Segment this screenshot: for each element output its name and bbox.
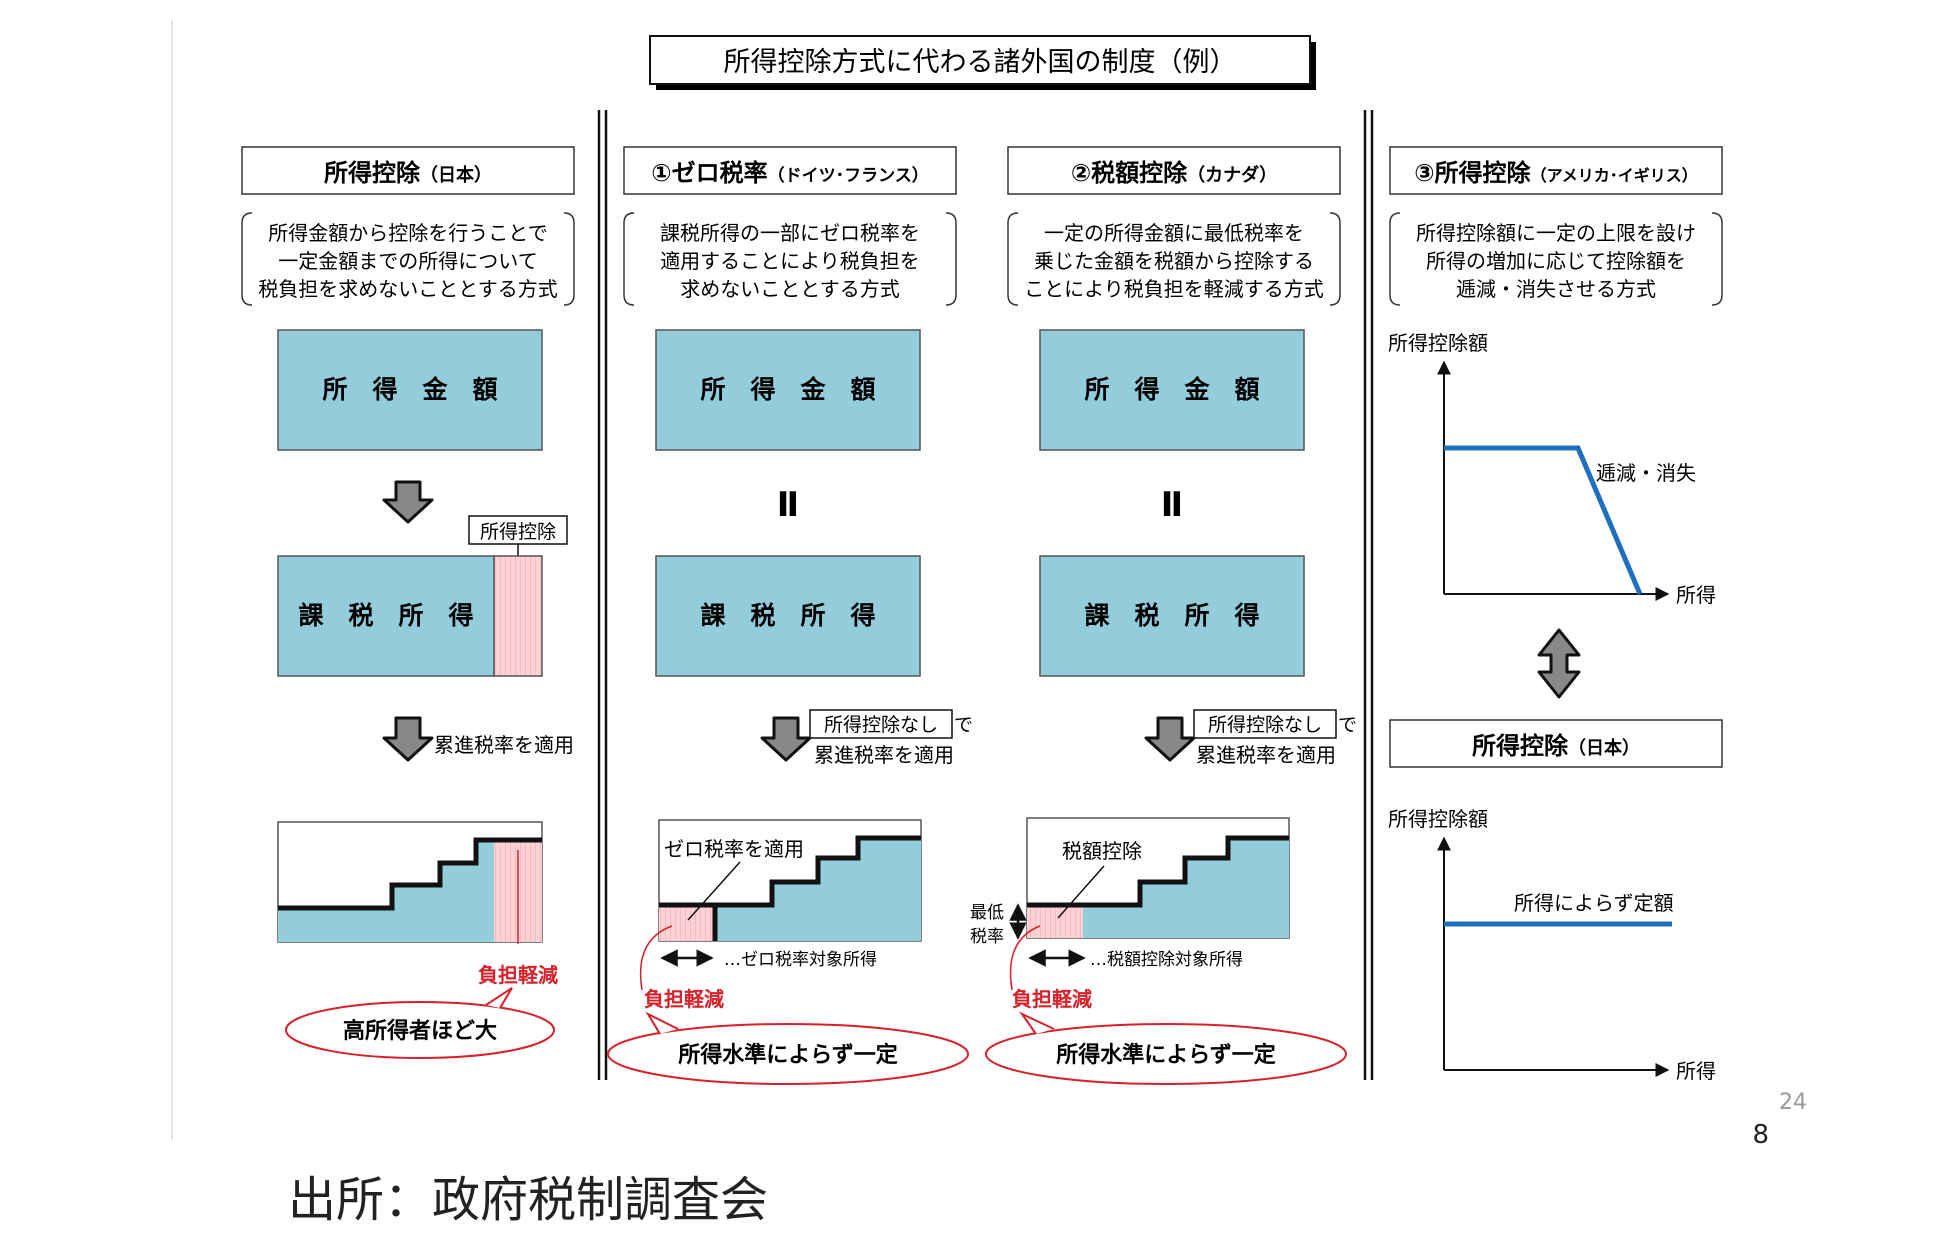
- column-us-uk: ③所得控除（アメリカ･イギリス） 所得控除額に一定の上限を設け 所得の増加に応じ…: [1388, 146, 1723, 1083]
- us-yaxis2-label: 所得控除額: [1388, 807, 1488, 831]
- us-desc-2: 所得の増加に応じて控除額を: [1426, 249, 1686, 273]
- credit-no-deduction-tag: [1193, 709, 1337, 739]
- japan-deduction-tag: [468, 515, 568, 545]
- zero-chart-label: ゼロ税率を適用: [664, 837, 804, 861]
- credit-tag-suffix: で: [1338, 714, 1357, 736]
- credit-desc-3: ことにより税負担を軽減する方式: [1024, 277, 1324, 301]
- us-curve-label: 逓減・消失: [1596, 461, 1696, 485]
- credit-taxable-box: [1039, 555, 1305, 677]
- credit-range-label: …税額控除対象所得: [1090, 950, 1243, 970]
- page-title: 所得控除方式に代わる諸外国の制度（例）: [724, 47, 1237, 78]
- down-arrow-icon: [382, 716, 434, 762]
- down-arrow-icon: [1144, 716, 1196, 762]
- credit-header-box: [1007, 146, 1341, 195]
- credit-taxable-label: 課 税 所 得: [1084, 601, 1259, 630]
- source-caption: 出所：政府税制調査会: [288, 1172, 769, 1228]
- down-arrow-icon: [760, 716, 812, 762]
- japan-bubble-text: 高所得者ほど大: [343, 1018, 497, 1044]
- credit-min-rate-1: 最低: [970, 903, 1004, 923]
- down-arrow-icon: [382, 480, 434, 524]
- us-desc-3: 逓減・消失させる方式: [1456, 277, 1656, 301]
- zero-header-box: [623, 146, 957, 195]
- double-arrow-icon: [1537, 628, 1581, 699]
- credit-desc-2: 乗じた金額を税額から控除する: [1034, 249, 1314, 273]
- us-japan-header-box: [1389, 719, 1723, 768]
- credit-min-rate-2: 税率: [970, 927, 1004, 947]
- zero-taxable-label: 課 税 所 得: [700, 601, 875, 630]
- zero-bubble: [607, 1023, 969, 1085]
- us-header: ③所得控除（アメリカ･イギリス）: [1414, 159, 1698, 187]
- us-yaxis-label: 所得控除額: [1388, 331, 1488, 355]
- credit-bubble: [985, 1023, 1347, 1085]
- us-phaseout-curve: [1444, 445, 1643, 595]
- credit-income-label: 所 得 金 額: [1084, 375, 1259, 404]
- column-dividers: [597, 110, 1374, 1080]
- japan-taxable-box: [277, 555, 495, 677]
- zero-no-deduction-tag: [809, 709, 953, 739]
- zero-range-label: …ゼロ税率対象所得: [724, 950, 877, 970]
- zero-tag-suffix: で: [954, 714, 973, 736]
- zero-no-deduction-label: 所得控除なし: [824, 714, 938, 736]
- page-number-small: 24: [1779, 1090, 1807, 1115]
- zero-equals: Ⅱ: [777, 485, 799, 525]
- japan-header-box: [241, 146, 575, 195]
- us-desc-1: 所得控除額に一定の上限を設け: [1416, 221, 1696, 245]
- column-japan: 所得控除（日本） 所得金額から控除を行うことで 一定金額までの所得について 税負…: [241, 146, 575, 1059]
- japan-desc-1: 所得金額から控除を行うことで: [268, 221, 547, 245]
- zero-desc-1: 課税所得の一部にゼロ税率を: [660, 221, 920, 245]
- japan-deduction-label: 所得控除: [480, 521, 556, 543]
- title-box: 所得控除方式に代わる諸外国の制度（例）: [649, 35, 1316, 90]
- japan-income-box: [277, 329, 543, 451]
- japan-relief-label: 負担軽減: [478, 963, 558, 987]
- credit-no-deduction-label: 所得控除なし: [1208, 714, 1322, 736]
- column-zero-rate: ①ゼロ税率（ドイツ･フランス） 課税所得の一部にゼロ税率を 適用することにより税…: [607, 146, 973, 1085]
- credit-step-chart: [1026, 817, 1290, 939]
- japan-desc-2: 一定金額までの所得について: [278, 249, 537, 273]
- zero-step-chart: [658, 819, 922, 942]
- credit-income-box: [1039, 329, 1305, 451]
- japan-income-label: 所 得 金 額: [322, 375, 497, 404]
- zero-income-box: [655, 329, 921, 451]
- zero-arrow-label: 累進税率を適用: [814, 743, 954, 767]
- credit-chart-label: 税額控除: [1062, 839, 1142, 863]
- credit-header: ②税額控除（カナダ）: [1071, 159, 1277, 187]
- us-xaxis-label: 所得: [1676, 583, 1716, 607]
- page-number: 8: [1752, 1120, 1769, 1150]
- credit-bubble-text: 所得水準によらず一定: [1056, 1042, 1276, 1068]
- zero-relief-label: 負担軽減: [644, 987, 724, 1011]
- japan-deduction-area: [493, 555, 543, 677]
- japan-arrow-label: 累進税率を適用: [434, 733, 574, 757]
- zero-taxable-box: [655, 555, 921, 677]
- japan-taxable-label: 課 税 所 得: [298, 601, 473, 630]
- japan-bubble: [285, 1001, 555, 1059]
- us-flat-label: 所得によらず定額: [1514, 891, 1674, 915]
- us-japan-header: 所得控除（日本）: [1472, 732, 1640, 760]
- zero-bubble-text: 所得水準によらず一定: [678, 1042, 898, 1068]
- us-xaxis2-label: 所得: [1676, 1059, 1716, 1083]
- japan-header: 所得控除（日本）: [324, 159, 492, 187]
- column-tax-credit: ②税額控除（カナダ） 一定の所得金額に最低税率を 乗じた金額を税額から控除する …: [970, 146, 1357, 1085]
- japan-step-chart: [277, 821, 543, 943]
- zero-income-label: 所 得 金 額: [700, 375, 875, 404]
- zero-desc-2: 適用することにより税負担を: [660, 249, 920, 273]
- credit-desc-1: 一定の所得金額に最低税率を: [1044, 221, 1304, 245]
- credit-arrow-label: 累進税率を適用: [1196, 743, 1336, 767]
- credit-relief-label: 負担軽減: [1012, 987, 1092, 1011]
- zero-desc-3: 求めないこととする方式: [680, 277, 899, 301]
- us-header-box: [1389, 146, 1723, 195]
- japan-desc-3: 税負担を求めないこととする方式: [258, 277, 557, 301]
- zero-header: ①ゼロ税率（ドイツ･フランス）: [651, 159, 929, 187]
- credit-equals: Ⅱ: [1161, 485, 1183, 525]
